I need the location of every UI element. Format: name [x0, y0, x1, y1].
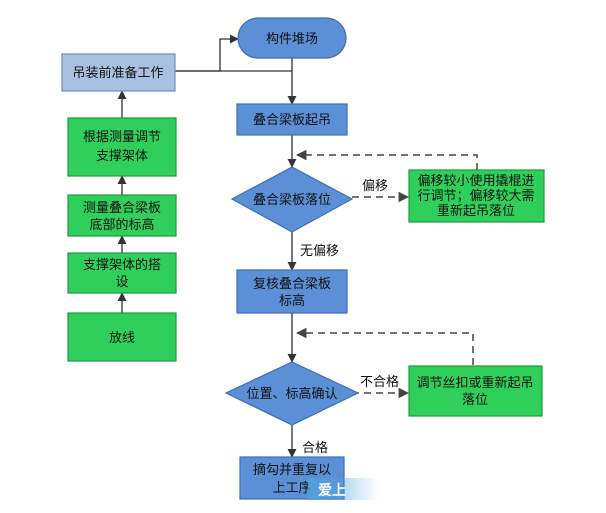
node-lift-label: 叠合梁板起吊 — [253, 113, 331, 128]
node-fix-small-line3: 重新起吊落位 — [437, 203, 515, 219]
node-confirm-label: 位置、标高确认 — [246, 386, 337, 402]
node-yard: 构件堆场 — [237, 17, 347, 59]
node-prep-label: 吊装前准备工作 — [72, 65, 163, 81]
node-prep: 吊装前准备工作 — [61, 53, 176, 92]
node-fix-small-line1: 偏移较小使用撬棍进 — [417, 173, 534, 189]
node-yard-label: 构件堆场 — [266, 32, 318, 47]
label-no-offset: 无偏移 — [300, 244, 339, 259]
node-hook-line1: 摘勾并重复以 — [253, 462, 331, 478]
node-adjust-line2: 支撑架体 — [96, 149, 148, 164]
node-erect-line2: 设 — [115, 275, 128, 290]
node-recheck-line2: 标高 — [279, 293, 305, 309]
node-confirm: 位置、标高确认 — [224, 361, 360, 426]
label-qualified: 合格 — [302, 440, 328, 456]
node-recheck: 复核叠合梁板 标高 — [236, 269, 348, 314]
dashed-connectors — [295, 149, 478, 399]
node-measure-line1: 测量叠合梁板 — [83, 201, 161, 216]
watermark-text: 爱上 — [318, 483, 346, 499]
watermark: 爱上 — [308, 478, 378, 500]
node-setout-label: 放线 — [109, 331, 135, 346]
node-drop: 叠合梁板落位 — [230, 166, 354, 233]
node-measure: 测量叠合梁板 底部的标高 — [67, 194, 177, 237]
node-fix-unqualified-line1: 调节丝扣或重新起吊 — [416, 375, 533, 391]
node-fix-unqualified: 调节丝扣或重新起吊 落位 — [408, 365, 543, 417]
node-adjust-line1: 根据测量调节 — [83, 130, 161, 145]
node-erect: 支撑架体的搭 设 — [67, 252, 177, 294]
node-setout: 放线 — [67, 312, 177, 362]
node-drop-label: 叠合梁板落位 — [253, 193, 331, 208]
edge-fix-small-back — [295, 149, 478, 170]
node-erect-line1: 支撑架体的搭 — [83, 257, 161, 273]
node-measure-line2: 底部的标高 — [89, 217, 154, 233]
connectors — [117, 34, 297, 458]
node-fix-small-line2: 行调节；偏移较大需 — [417, 189, 534, 204]
edge-prep-to-yard — [175, 34, 239, 72]
label-offset: 偏移 — [362, 179, 388, 194]
node-adjust: 根据测量调节 支撑架体 — [67, 117, 177, 177]
node-fix-unqualified-line2: 落位 — [462, 393, 488, 408]
label-unqualified: 不合格 — [360, 374, 399, 390]
node-fix-small: 偏移较小使用撬棍进 行调节；偏移较大需 重新起吊落位 — [408, 169, 545, 223]
edge-fix-unqualified-back — [295, 327, 474, 365]
node-lift: 叠合梁板起吊 — [236, 103, 348, 136]
node-recheck-line1: 复核叠合梁板 — [253, 277, 331, 292]
node-hook-line2: 上工序 — [272, 481, 311, 496]
